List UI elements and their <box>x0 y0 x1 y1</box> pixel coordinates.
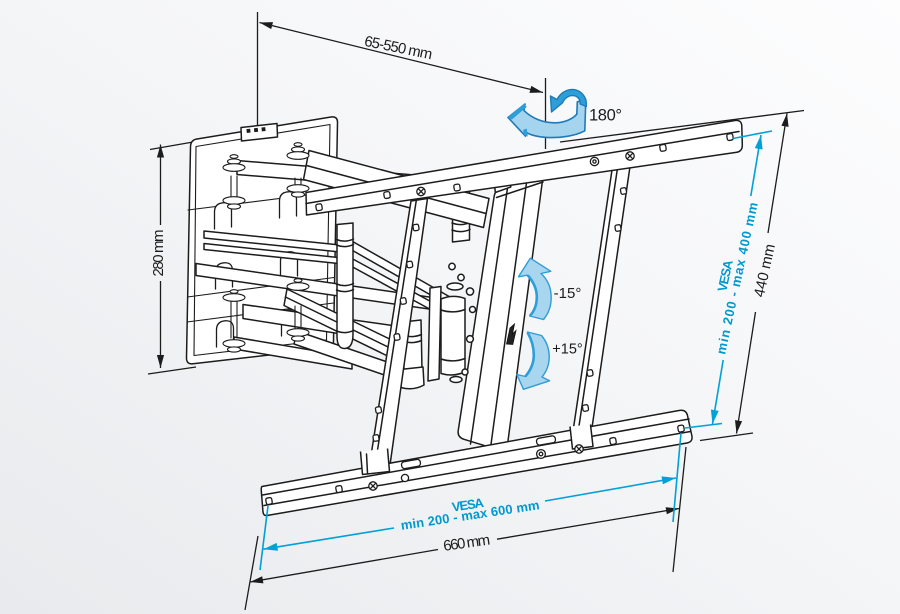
svg-text:280 mm: 280 mm <box>150 230 167 277</box>
svg-text:+15°: +15° <box>552 342 582 358</box>
svg-text:VESA: VESA <box>714 258 736 293</box>
svg-text:660 mm: 660 mm <box>442 531 491 554</box>
svg-text:180°: 180° <box>589 107 622 125</box>
svg-text:VESA: VESA <box>451 495 485 515</box>
svg-text:-15°: -15° <box>554 285 582 302</box>
